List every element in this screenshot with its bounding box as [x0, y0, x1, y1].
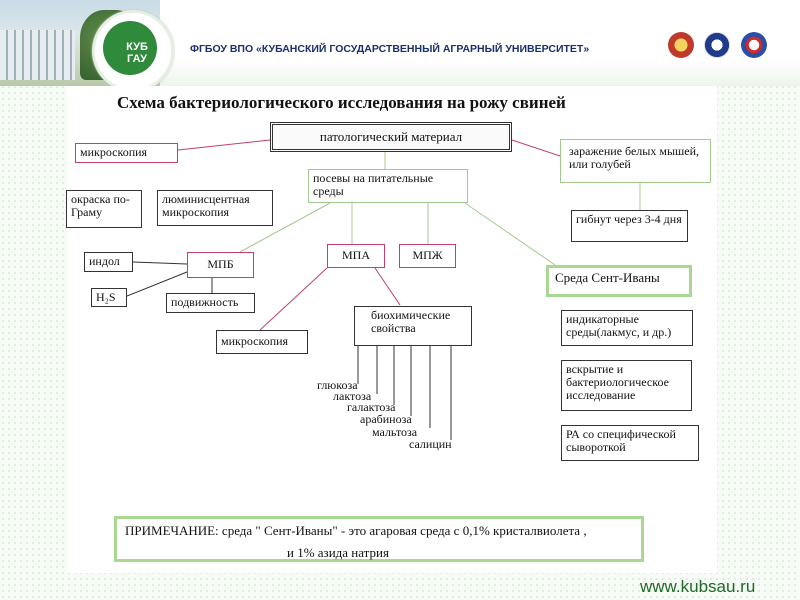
diagram-title: Схема бактериологического исследования н…: [117, 93, 566, 112]
saint-ivan-medium-node: Среда Сент-Иваны: [546, 265, 692, 297]
badge-emblem-icon: [704, 32, 730, 58]
dies-days-node: гибнут через 3-4 дня: [571, 210, 688, 242]
mpa-node: МПА: [327, 244, 385, 268]
h2s-node: H₂S: [91, 288, 127, 307]
sugar-glucose: глюкоза: [317, 378, 358, 392]
seeding-media-node: посевы на питательные среды: [308, 169, 468, 203]
mpzh-node: МПЖ: [399, 244, 456, 268]
ra-serum-node: РА со специфической сывороткой: [561, 425, 699, 461]
biochemical-properties-node: биохимические свойства: [354, 306, 472, 346]
university-title: ФГБОУ ВПО «КУБАНСКИЙ ГОСУДАРСТВЕННЫЙ АГР…: [190, 43, 590, 55]
infection-mice-node: заражение белых мышей, или голубей: [560, 139, 711, 183]
sugar-lactose: лактоза: [333, 389, 372, 403]
building-image: [0, 30, 75, 80]
note-line-2: и 1% азида натрия: [287, 545, 389, 560]
pathological-material-node: патологический материал: [270, 122, 512, 152]
microscopy-top-node: микроскопия: [75, 143, 178, 163]
motility-node: подвижность: [166, 293, 255, 313]
indol-node: индол: [84, 252, 133, 272]
note-box: ПРИМЕЧАНИЕ: среда " Сент-Иваны" - это аг…: [114, 516, 644, 562]
microscopy-bottom-node: микроскопия: [216, 330, 308, 354]
sugar-salicin: салицин: [409, 437, 452, 451]
order-emblem-icon: [668, 32, 694, 58]
partner-logo-icon: [741, 32, 767, 58]
sugar-galactose: галактоза: [347, 400, 396, 414]
logo-text: КУБ ГАУ: [126, 41, 148, 65]
mpb-node: МПБ: [187, 252, 254, 278]
university-logo: КУБ ГАУ: [92, 10, 174, 92]
footer-website-link[interactable]: www.kubsau.ru: [640, 577, 756, 596]
sugar-arabinose: арабиноза: [360, 412, 412, 426]
logo-emblem: КУБ ГАУ: [103, 21, 157, 75]
autopsy-node: вскрытие и бактериологическое исследован…: [561, 360, 692, 411]
luminescent-microscopy-node: люминисцентная микроскопия: [157, 190, 273, 226]
sugar-maltose: мальтоза: [372, 425, 418, 439]
note-line-1: ПРИМЕЧАНИЕ: среда " Сент-Иваны" - это аг…: [125, 523, 587, 538]
gram-stain-node: окраска по-Граму: [66, 190, 142, 228]
indicator-media-node: индикаторные среды(лакмус, и др.): [561, 310, 693, 346]
header-bar: КУБ ГАУ ФГБОУ ВПО «КУБАНСКИЙ ГОСУДАРСТВЕ…: [0, 0, 800, 92]
